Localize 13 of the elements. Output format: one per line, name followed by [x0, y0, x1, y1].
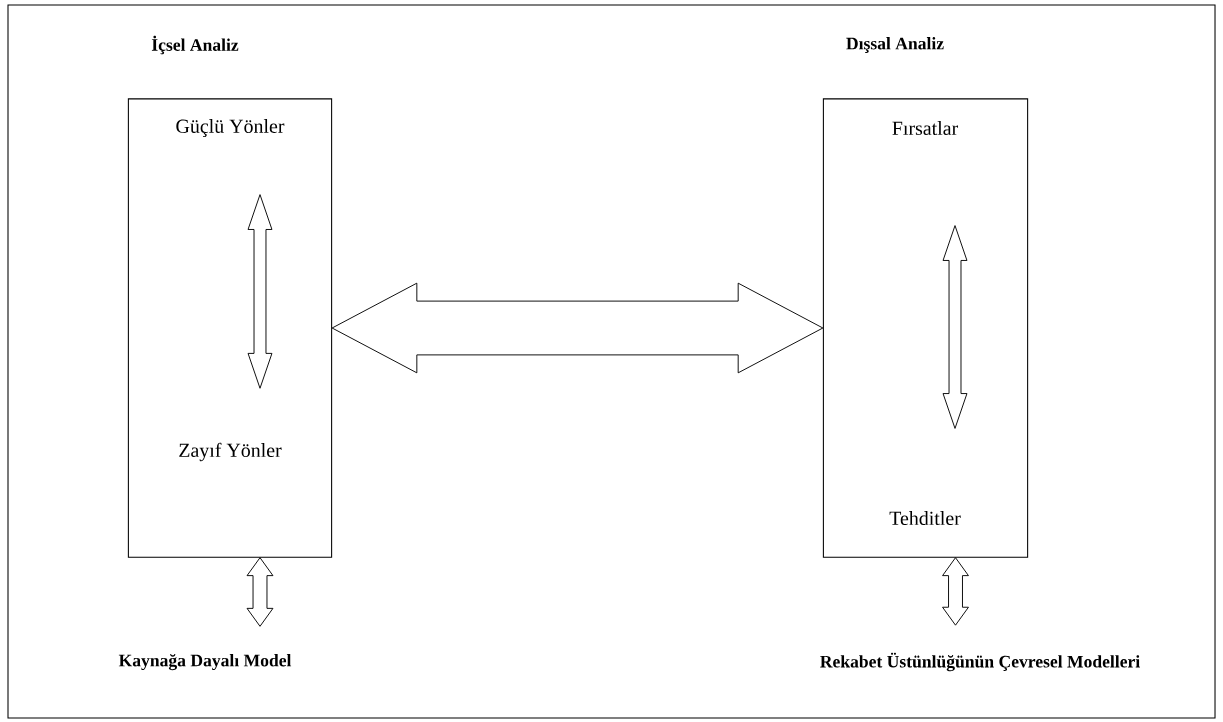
- double-arrow: [246, 557, 274, 627]
- double-arrow: [942, 225, 968, 429]
- factor-label: Fırsatlar: [892, 121, 958, 135]
- heading: İçsel Analiz: [151, 35, 239, 55]
- factor-label: Tehditler: [889, 511, 961, 525]
- factor-label: Zayıf Yönler: [179, 442, 282, 462]
- double-arrow: [942, 557, 969, 626]
- double-arrow: [331, 282, 824, 374]
- heading: Dışsal Analiz: [846, 37, 944, 53]
- model-label: Rekabet Üstünlüğünün Çevresel Modelleri: [820, 652, 1140, 672]
- double-arrow: [247, 194, 273, 389]
- factor-label: Güçlü Yönler: [176, 119, 285, 138]
- model-label: Kaynağa Dayalı Model: [118, 653, 292, 671]
